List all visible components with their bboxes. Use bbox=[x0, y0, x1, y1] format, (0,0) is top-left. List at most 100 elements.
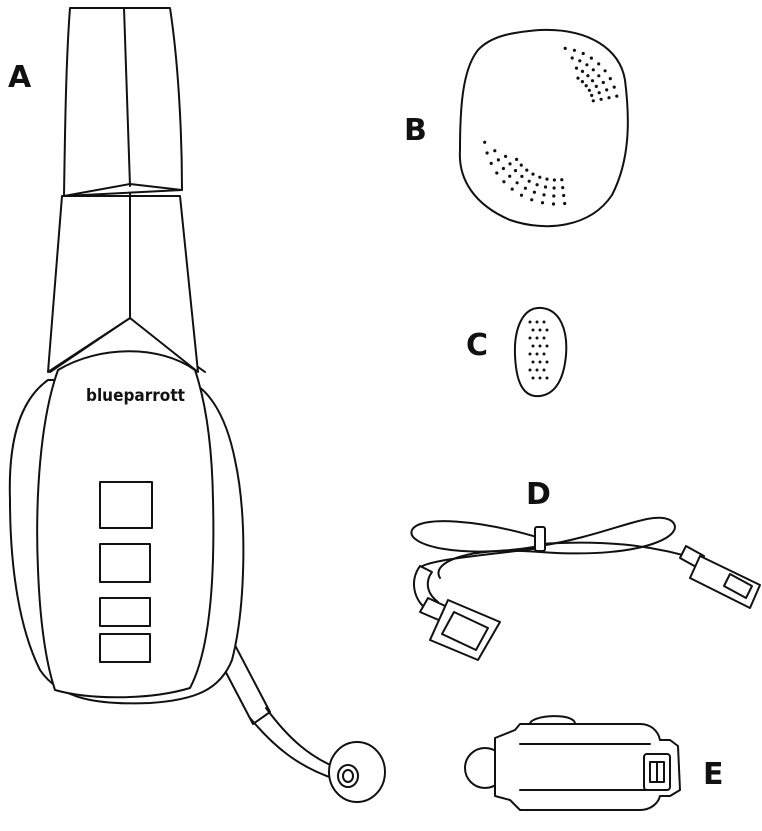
perforation-dot bbox=[495, 171, 499, 175]
perforation-dot bbox=[527, 179, 531, 183]
perforation-dot bbox=[538, 360, 542, 364]
perforation-dot bbox=[513, 169, 518, 173]
perforation-dot bbox=[545, 344, 549, 348]
perforation-dot bbox=[584, 84, 588, 88]
perforation-dot bbox=[562, 193, 566, 198]
perforation-dot bbox=[552, 186, 556, 190]
button-middle-upper bbox=[99, 543, 151, 583]
perforation-dot bbox=[601, 80, 605, 85]
perforation-dot bbox=[574, 66, 579, 70]
perforation-dot bbox=[535, 320, 539, 324]
perforation-dot bbox=[502, 180, 506, 184]
button-bottom bbox=[99, 633, 151, 663]
perforation-dot bbox=[581, 51, 585, 56]
ear-cushion-icon bbox=[458, 28, 629, 228]
perforation-dot bbox=[590, 79, 595, 83]
perforation-dot bbox=[597, 74, 601, 78]
perforation-dot bbox=[531, 328, 535, 332]
perforation-dot bbox=[542, 193, 546, 197]
perforation-dot bbox=[531, 344, 535, 348]
perforation-dot bbox=[552, 194, 556, 198]
perforation-dot bbox=[552, 178, 557, 182]
perforation-dot bbox=[538, 344, 542, 348]
perforation-dot bbox=[591, 99, 595, 103]
perforation-dot bbox=[545, 360, 549, 364]
perforation-dot bbox=[538, 328, 542, 332]
perforation-dot bbox=[538, 376, 542, 380]
label-d: D bbox=[526, 477, 551, 512]
perforation-dot bbox=[528, 336, 532, 340]
perforation-dot bbox=[542, 352, 546, 356]
perforation-dot bbox=[545, 177, 549, 181]
perforation-dot bbox=[589, 56, 594, 60]
perforation-dot bbox=[591, 68, 595, 72]
label-b: B bbox=[404, 113, 427, 148]
perforation-dot bbox=[607, 96, 611, 100]
perforation-dot bbox=[515, 181, 519, 185]
perforation-dot bbox=[551, 202, 556, 206]
brand-logo: blueparrott bbox=[86, 386, 185, 406]
perforation-dot bbox=[570, 56, 574, 60]
perforation-dot bbox=[493, 149, 497, 153]
perforation-dot bbox=[542, 368, 546, 372]
perforation-dot bbox=[605, 88, 609, 92]
perforation-dot bbox=[508, 162, 512, 166]
perforation-dot bbox=[540, 201, 545, 205]
perforation-dot bbox=[594, 84, 598, 88]
perforation-dot bbox=[587, 88, 592, 92]
perforation-dot bbox=[597, 91, 601, 95]
perforation-dot bbox=[531, 360, 535, 364]
button-top bbox=[99, 481, 153, 529]
perforation-dot bbox=[590, 93, 594, 97]
car-charger-icon bbox=[464, 715, 681, 811]
perforation-dot bbox=[538, 175, 542, 179]
perforation-dot bbox=[535, 183, 539, 187]
perforation-dot bbox=[501, 166, 505, 171]
button-middle-lower bbox=[99, 597, 151, 627]
perforation-dot bbox=[504, 154, 508, 158]
perforation-dot bbox=[528, 368, 532, 372]
perforation-dot bbox=[612, 85, 616, 89]
perforation-dot bbox=[563, 46, 567, 51]
perforation-dot bbox=[543, 185, 548, 189]
label-e: E bbox=[703, 757, 724, 792]
perforation-dot bbox=[560, 178, 564, 182]
perforation-dot bbox=[615, 94, 619, 98]
perforation-dot bbox=[563, 201, 567, 206]
microphone-boom-icon bbox=[209, 627, 386, 803]
perforation-dot bbox=[519, 163, 523, 167]
perforation-dot bbox=[489, 161, 493, 165]
perforation-dot bbox=[545, 376, 549, 380]
perforation-dot bbox=[578, 59, 582, 63]
perforation-dot bbox=[525, 168, 529, 172]
perforation-dot bbox=[535, 368, 539, 372]
headset-icon: blueparrott bbox=[8, 7, 386, 803]
perforation-dot bbox=[599, 97, 603, 101]
perforation-dot bbox=[535, 352, 539, 356]
perforation-dot bbox=[523, 186, 528, 190]
perforation-dot bbox=[572, 48, 577, 52]
perforation-dot bbox=[508, 174, 512, 178]
perforation-dot bbox=[530, 198, 534, 202]
perforation-dot bbox=[485, 151, 489, 155]
label-a: A bbox=[8, 60, 32, 95]
perforation-dot bbox=[535, 336, 539, 340]
microphone-windscreen-icon bbox=[513, 306, 568, 398]
perforation-dot bbox=[528, 320, 532, 324]
perforation-dot bbox=[580, 69, 585, 73]
label-c: C bbox=[466, 328, 489, 363]
perforation-dot bbox=[576, 76, 580, 80]
usb-cable-icon bbox=[410, 516, 761, 661]
perforation-dot bbox=[608, 77, 612, 81]
perforation-dot bbox=[545, 328, 549, 332]
perforation-dot bbox=[519, 193, 524, 197]
perforation-dot bbox=[528, 352, 532, 356]
perforation-dot bbox=[597, 62, 601, 66]
perforation-dot bbox=[586, 74, 590, 78]
perforation-dot bbox=[531, 376, 535, 380]
perforation-dot bbox=[561, 186, 565, 190]
perforation-dot bbox=[531, 172, 535, 176]
perforation-dot bbox=[483, 140, 487, 144]
perforation-dot bbox=[496, 158, 500, 162]
perforation-dot bbox=[510, 187, 514, 191]
